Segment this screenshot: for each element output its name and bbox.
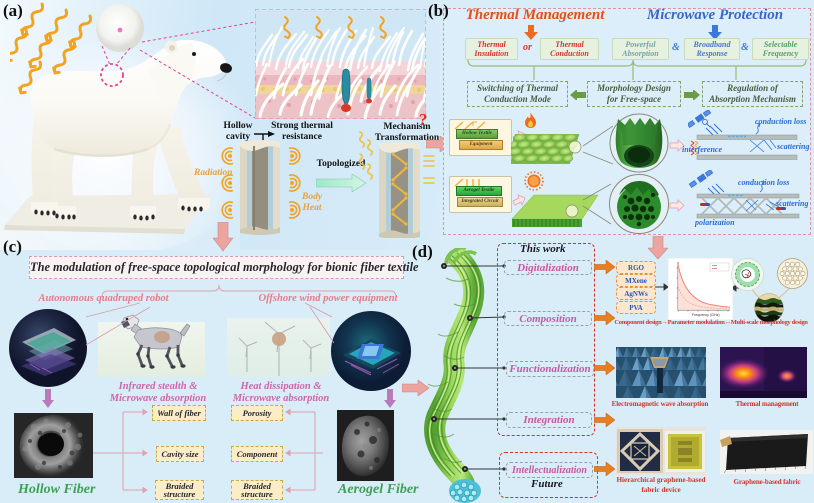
svg-text:Frequency (GHz): Frequency (GHz): [692, 313, 720, 317]
